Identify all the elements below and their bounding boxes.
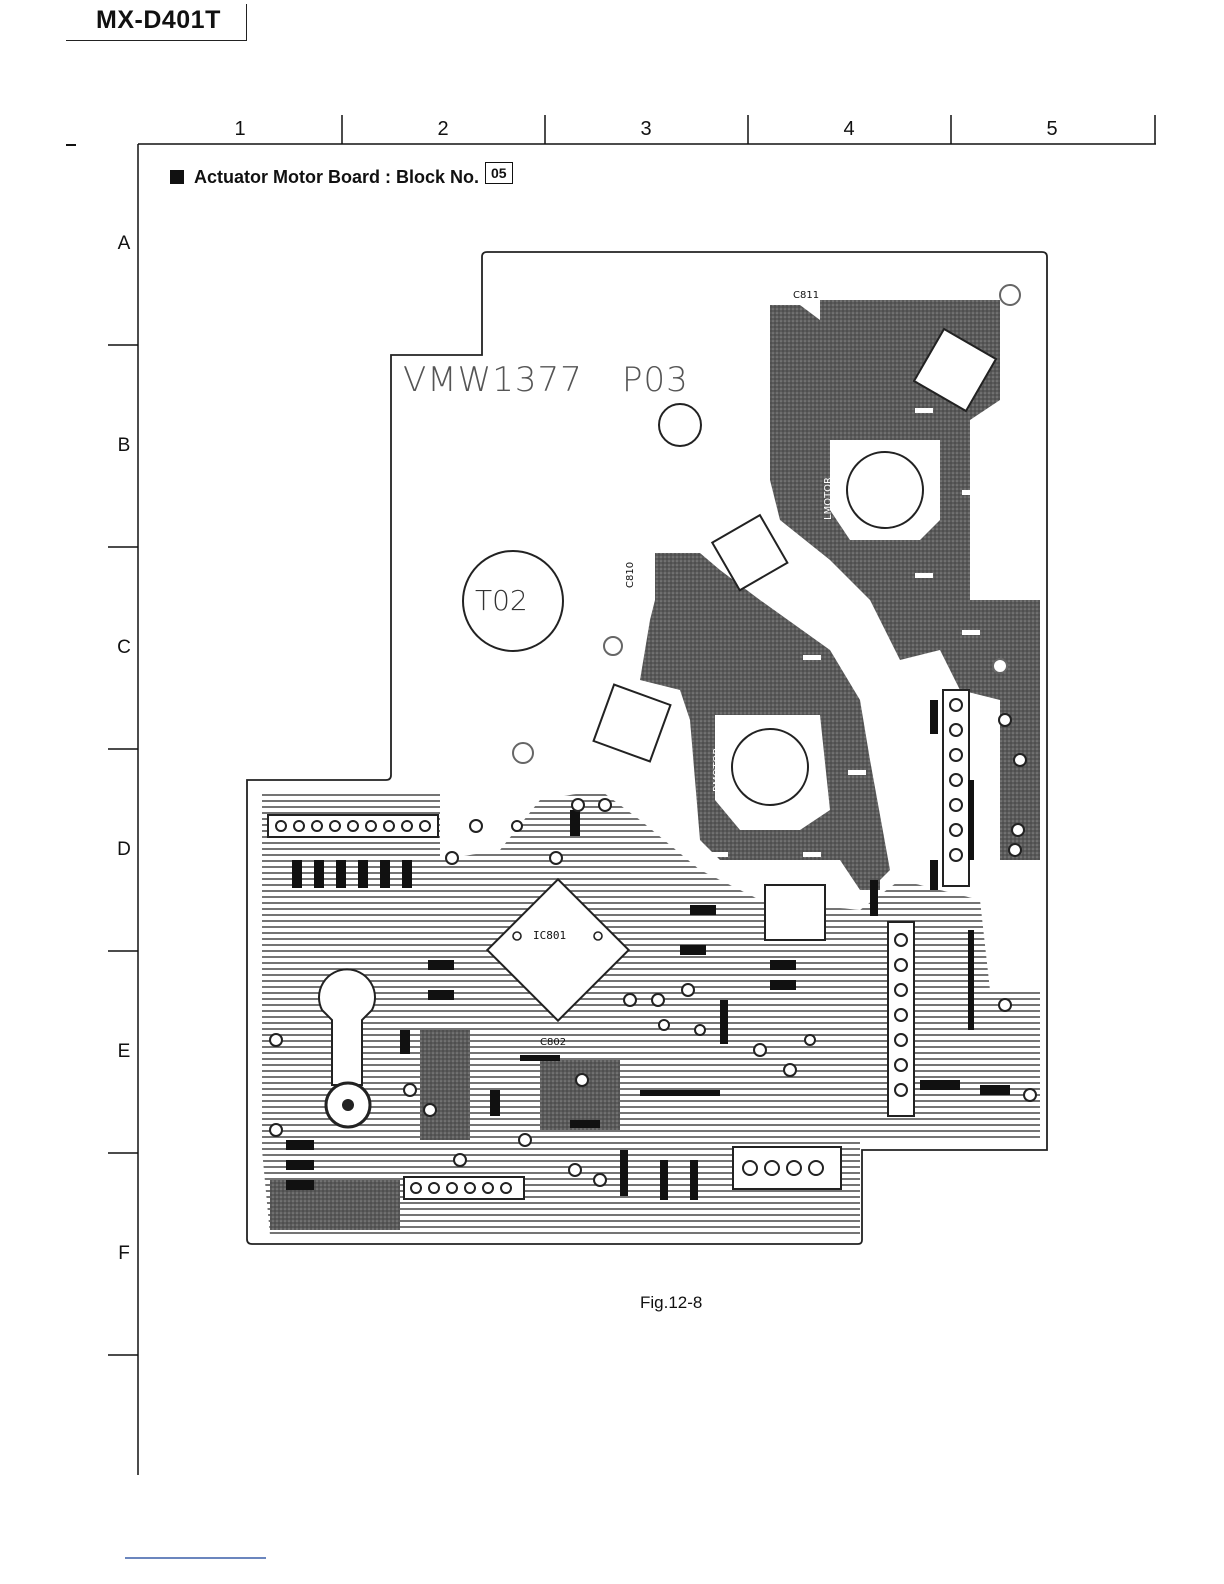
transformer-label: T02 (475, 584, 528, 617)
lmotor-hole (847, 452, 923, 528)
c811-label: C811 (793, 290, 819, 301)
mount-hole-1 (659, 404, 701, 446)
figure-caption: Fig.12-8 (640, 1293, 702, 1313)
mount-hole-2 (1000, 285, 1020, 305)
lmotor-label: LMOTOR (823, 477, 834, 520)
mount-hole-4 (513, 743, 533, 763)
square-pad-4 (765, 885, 825, 940)
c802-label: C802 (540, 1037, 566, 1048)
pot-center (342, 1099, 354, 1111)
c810-label: C810 (625, 562, 636, 588)
rmotor-label: RMOTOR (712, 748, 723, 792)
ic801-label: IC801 (533, 929, 566, 942)
rmotor-hole (732, 729, 808, 805)
mount-hole-3 (604, 637, 622, 655)
pcb-revision-label: P03 (622, 360, 689, 400)
pcb-code-label: VMW1377 (403, 360, 583, 400)
mount-hole-5 (993, 659, 1007, 673)
